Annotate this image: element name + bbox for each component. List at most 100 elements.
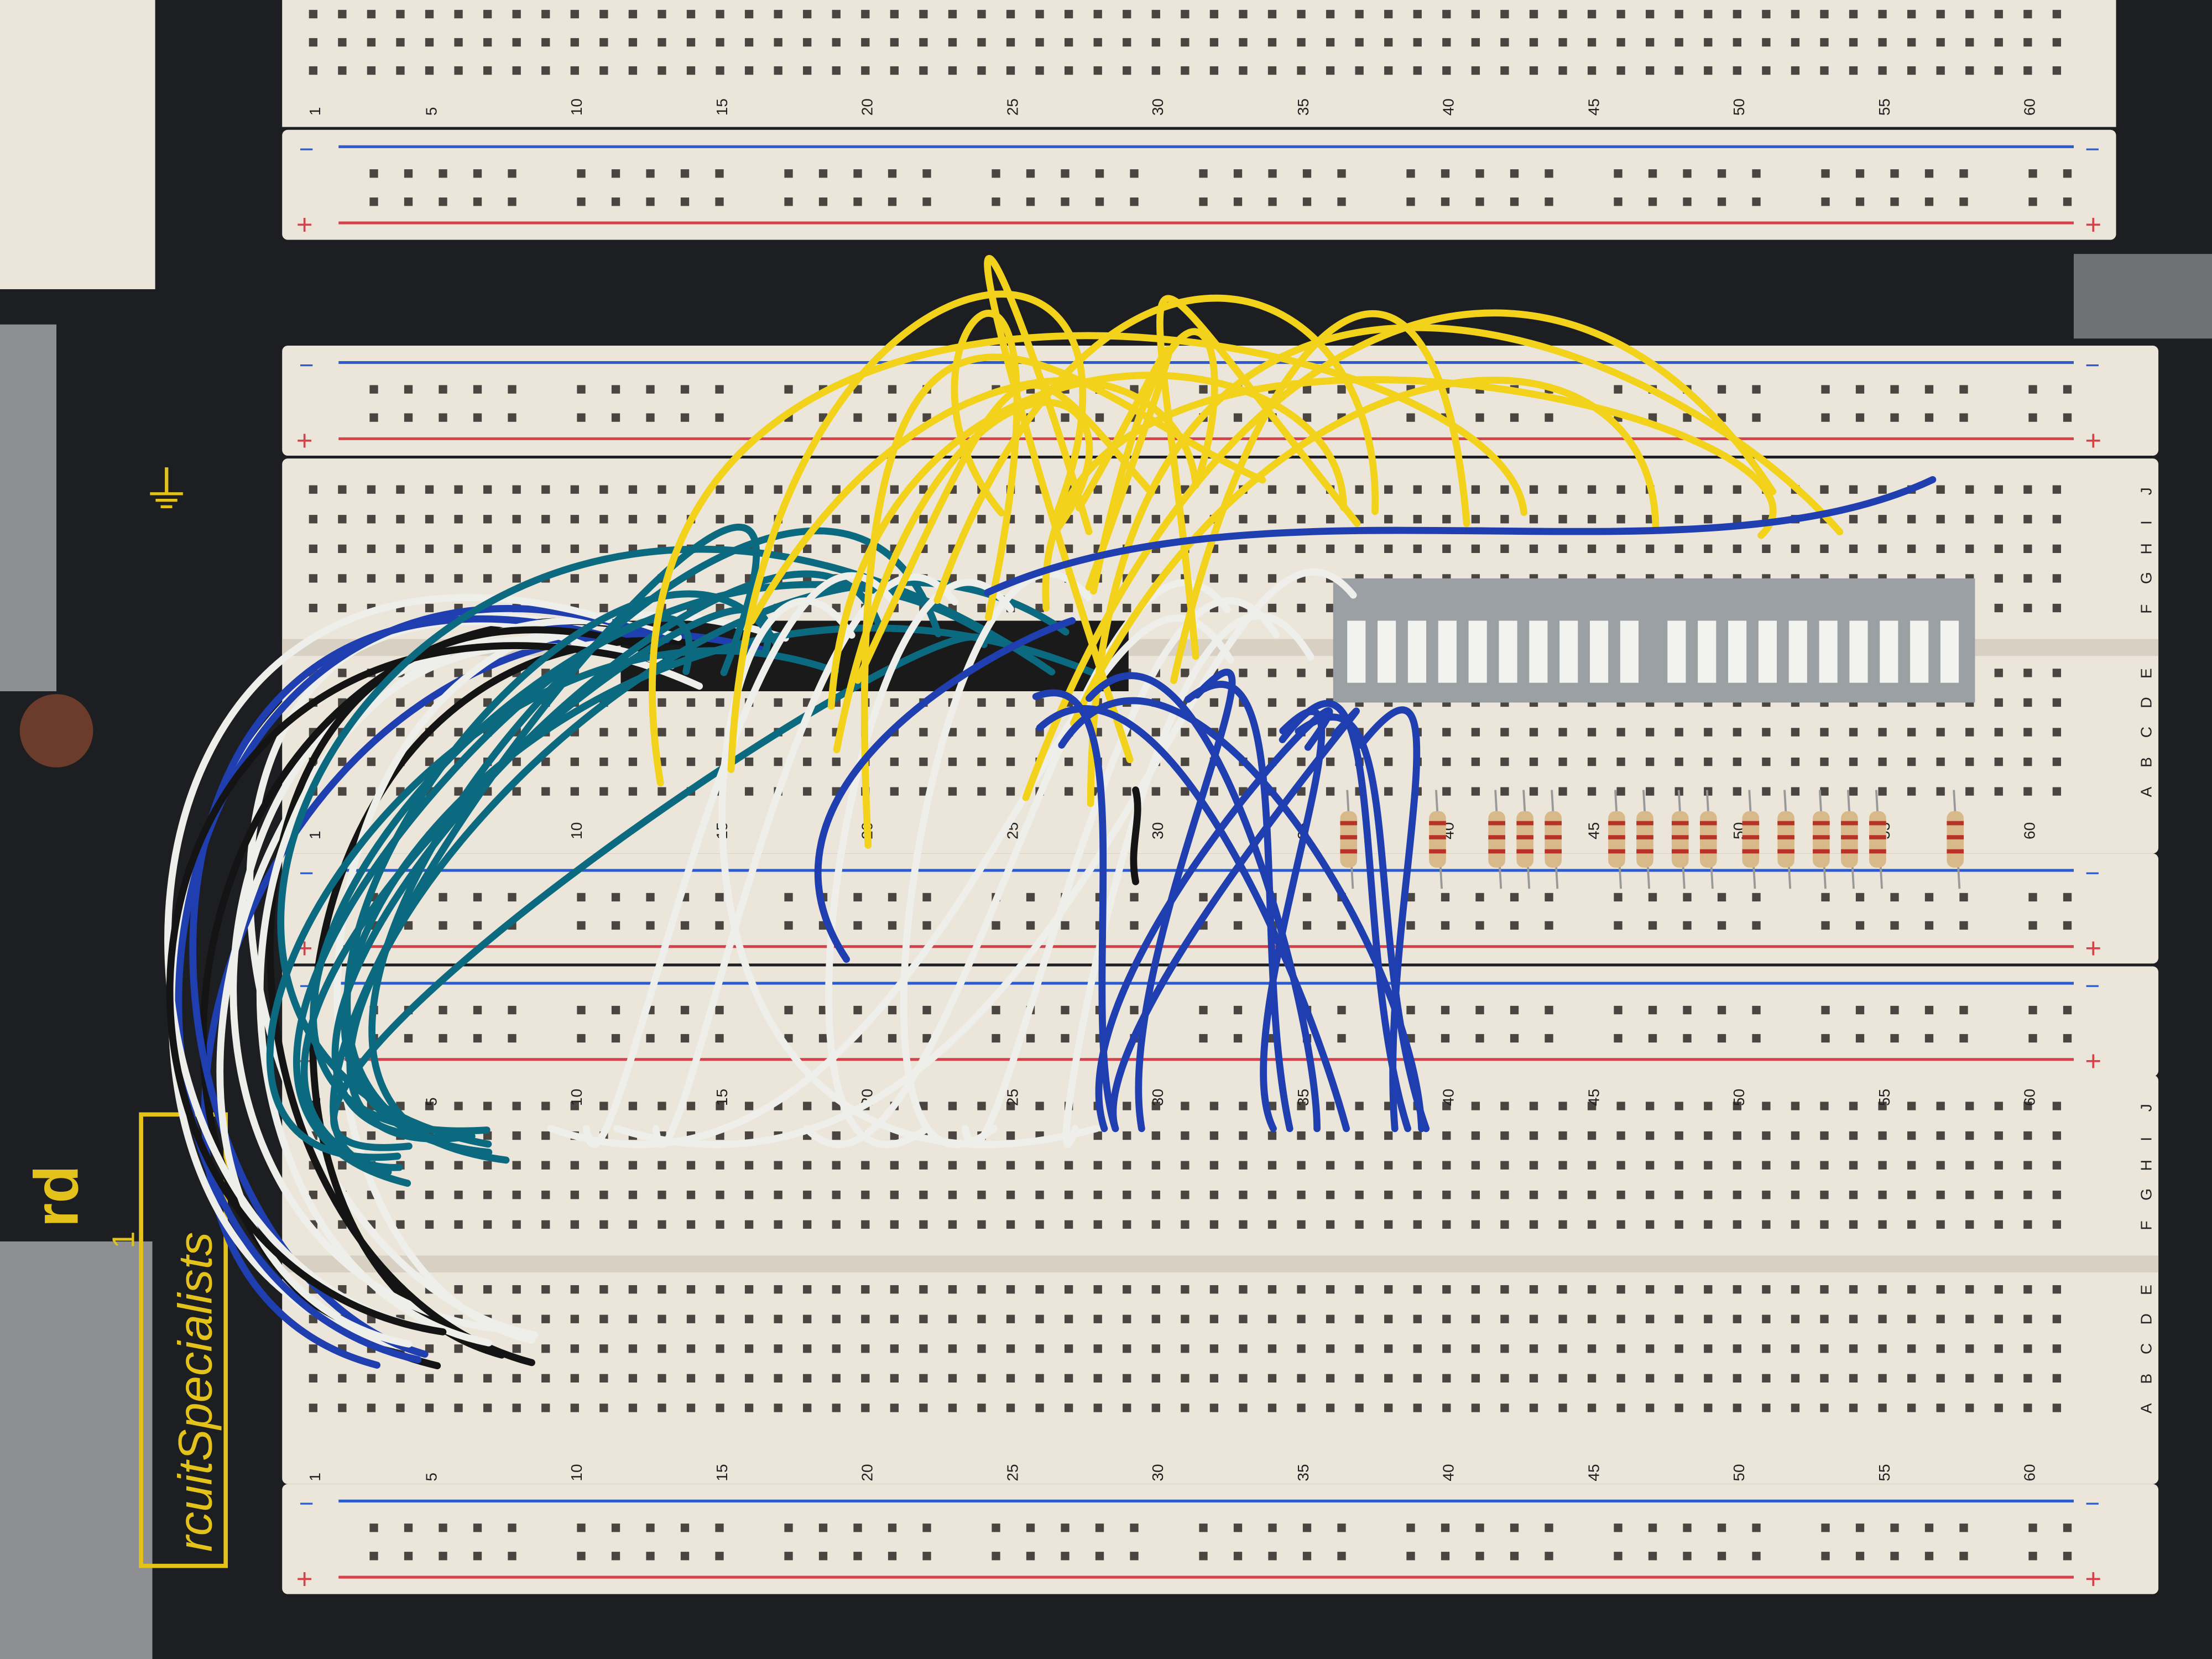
hole <box>404 197 413 206</box>
hole <box>1558 787 1567 796</box>
hole <box>1994 515 2003 524</box>
hole <box>1500 1344 1509 1353</box>
hole <box>1936 1374 1945 1383</box>
hole <box>1936 1161 1945 1170</box>
hole <box>1413 38 1422 47</box>
hole <box>611 893 620 902</box>
rail-plus-label: + <box>2085 1045 2101 1077</box>
hole <box>1849 544 1858 553</box>
hole <box>1704 66 1713 75</box>
hole <box>570 515 579 524</box>
hole <box>2052 1314 2062 1323</box>
hole <box>1267 9 1277 19</box>
hole <box>658 1344 666 1353</box>
hole <box>1907 515 1916 524</box>
hole <box>1326 1344 1335 1353</box>
hole <box>1239 66 1248 75</box>
hole <box>1326 515 1335 524</box>
hole <box>2028 1034 2037 1043</box>
hole <box>1442 1161 1451 1170</box>
hole <box>338 787 347 796</box>
hole <box>425 9 434 19</box>
hole <box>922 1524 931 1532</box>
hole <box>1123 787 1131 796</box>
hole <box>1500 544 1509 553</box>
hole <box>2052 1191 2062 1199</box>
hole <box>919 1220 928 1229</box>
hole <box>1035 9 1044 19</box>
hole <box>1683 1034 1692 1043</box>
hole <box>1209 698 1219 707</box>
hole <box>1095 1552 1104 1561</box>
hole <box>832 544 841 553</box>
resistor <box>1608 790 1625 889</box>
rail-minus-label: − <box>2085 135 2100 164</box>
hole <box>890 698 899 707</box>
hole <box>1965 1314 1974 1323</box>
hole <box>1061 169 1070 178</box>
hole <box>1558 728 1567 737</box>
hole <box>832 485 841 494</box>
hole <box>1355 66 1364 75</box>
hole <box>774 1404 782 1412</box>
hole <box>1762 1285 1771 1294</box>
hole <box>367 66 376 75</box>
hole <box>425 1220 434 1229</box>
row-letter: G <box>2137 572 2154 584</box>
hole <box>1302 197 1312 206</box>
hole <box>577 197 586 206</box>
hole <box>1026 197 1035 206</box>
hole <box>1820 1191 1829 1199</box>
hole <box>686 1344 696 1353</box>
hole <box>2052 515 2062 524</box>
hole <box>646 1034 655 1043</box>
resistor-band <box>1608 835 1625 839</box>
hole <box>832 1220 841 1229</box>
hole <box>1959 413 1968 422</box>
hole <box>1587 1191 1597 1199</box>
hole <box>2052 9 2062 19</box>
hole <box>1762 1314 1771 1323</box>
hole <box>1683 1005 1692 1015</box>
resistor-band <box>1340 849 1358 854</box>
hole <box>948 1161 957 1170</box>
hole <box>1297 38 1306 47</box>
hole <box>1733 485 1741 494</box>
row-letter: F <box>2137 604 2154 614</box>
led-segment <box>1529 620 1548 683</box>
hole <box>1413 1191 1422 1199</box>
hole <box>2052 1344 2062 1353</box>
hole <box>1006 1161 1015 1170</box>
hole <box>922 893 931 902</box>
hole <box>439 197 447 206</box>
hole <box>1267 38 1277 47</box>
resistor <box>1699 790 1717 889</box>
hole <box>1614 1524 1623 1532</box>
hole <box>992 1034 1000 1043</box>
hole <box>1558 1191 1567 1199</box>
hole <box>512 1314 521 1323</box>
hole <box>1413 1314 1422 1323</box>
hole <box>744 1220 754 1229</box>
jumper-wire <box>293 614 693 1187</box>
jumper-wire <box>330 633 988 1151</box>
hole <box>2052 485 2062 494</box>
hole <box>1762 38 1771 47</box>
hole <box>1733 1102 1741 1110</box>
row-letter: C <box>2137 727 2154 738</box>
hole <box>1587 1314 1597 1323</box>
hole <box>1616 515 1625 524</box>
hole <box>1558 757 1567 766</box>
hole <box>512 38 521 47</box>
hole <box>1994 669 2003 677</box>
hole <box>1717 1524 1726 1532</box>
hole <box>832 1285 841 1294</box>
resistor-band <box>1841 821 1858 826</box>
hole <box>483 38 492 47</box>
hole <box>512 1220 521 1229</box>
hole <box>1821 1524 1830 1532</box>
hole <box>570 1191 579 1199</box>
hole <box>2023 544 2032 553</box>
hole <box>1475 1034 1484 1043</box>
hole <box>1123 1220 1131 1229</box>
